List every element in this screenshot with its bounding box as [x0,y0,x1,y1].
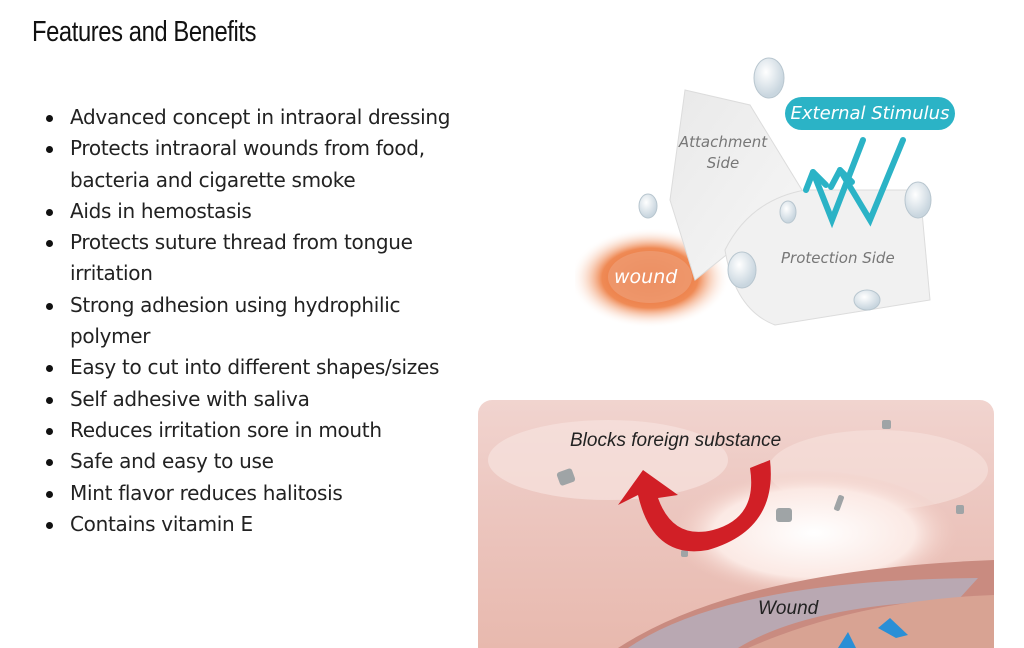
page-title: Features and Benefits [32,16,257,48]
feature-item: Aids in hemostasis [40,196,480,227]
feature-item: Strong adhesion using hydrophilic polyme… [40,290,480,353]
attachment-side-label: Attachment Side [673,132,773,174]
feature-item: Protects intraoral wounds from food, bac… [40,133,480,196]
feature-item: Protects suture thread from tongue irrit… [40,227,480,290]
external-stimulus-badge: External Stimulus [785,97,955,130]
wound-label: Wound [758,598,819,619]
external-stimulus-label: External Stimulus [790,103,950,124]
feature-item: Mint flavor reduces halitosis [40,478,480,509]
feature-item: Self adhesive with saliva [40,384,480,415]
feature-item: Advanced concept in intraoral dressing [40,102,480,133]
barrier-illustration-icon [488,420,994,648]
attachment-side-line2: Side [706,154,740,172]
blocks-foreign-substance-label: Blocks foreign substance [570,430,782,451]
dressing-illustration-icon [570,57,932,328]
feature-item: Safe and easy to use [40,446,480,477]
dressing-diagram: External Stimulus Attachment Side Protec… [570,50,975,350]
protection-side-label: Protection Side [781,249,895,267]
feature-item: Reduces irritation sore in mouth [40,415,480,446]
barrier-diagram: Blocks foreign substance Wound [478,400,994,648]
feature-item: Contains vitamin E [40,509,480,540]
attachment-side-line1: Attachment [678,133,768,151]
wound-label: wound [614,266,678,288]
feature-item: Easy to cut into different shapes/sizes [40,352,480,383]
features-list: Advanced concept in intraoral dressing P… [40,102,480,540]
